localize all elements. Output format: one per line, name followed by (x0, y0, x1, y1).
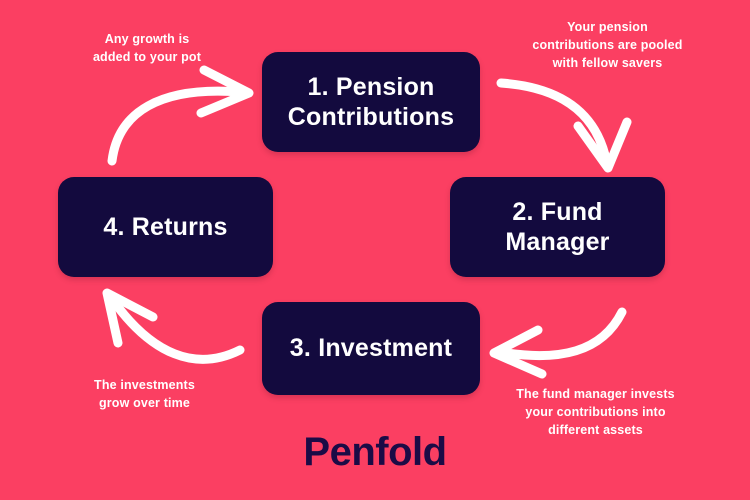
node-fund-manager[interactable]: 2. Fund Manager (450, 177, 665, 277)
node-fund-manager-label: 2. Fund Manager (505, 197, 610, 257)
caption-investments-grow: The investments grow over time (94, 378, 195, 410)
node-investment-label: 3. Investment (289, 334, 453, 363)
caption-fund-manager-invests: The fund manager invests your contributi… (516, 387, 675, 437)
node-pension-contributions-label: 1. Pension Contributions (287, 72, 455, 132)
node-investment[interactable]: 3. Investment (262, 302, 480, 395)
brand-logo-penfold: Penfold (303, 430, 447, 474)
node-returns[interactable]: 4. Returns (58, 177, 273, 277)
node-returns-label: 4. Returns (103, 212, 228, 241)
arrow-fund-to-investment (489, 307, 627, 379)
arrow-investment-to-returns (102, 288, 245, 364)
caption-any-growth: Any growth is added to your pot (92, 32, 202, 64)
caption-pooled-with-savers: Your pension contributions are pooled wi… (532, 20, 683, 70)
node-pension-contributions[interactable]: 1. Pension Contributions (262, 52, 480, 152)
arrow-returns-to-contributions (107, 65, 254, 166)
arrow-contributions-to-fund (496, 78, 632, 173)
